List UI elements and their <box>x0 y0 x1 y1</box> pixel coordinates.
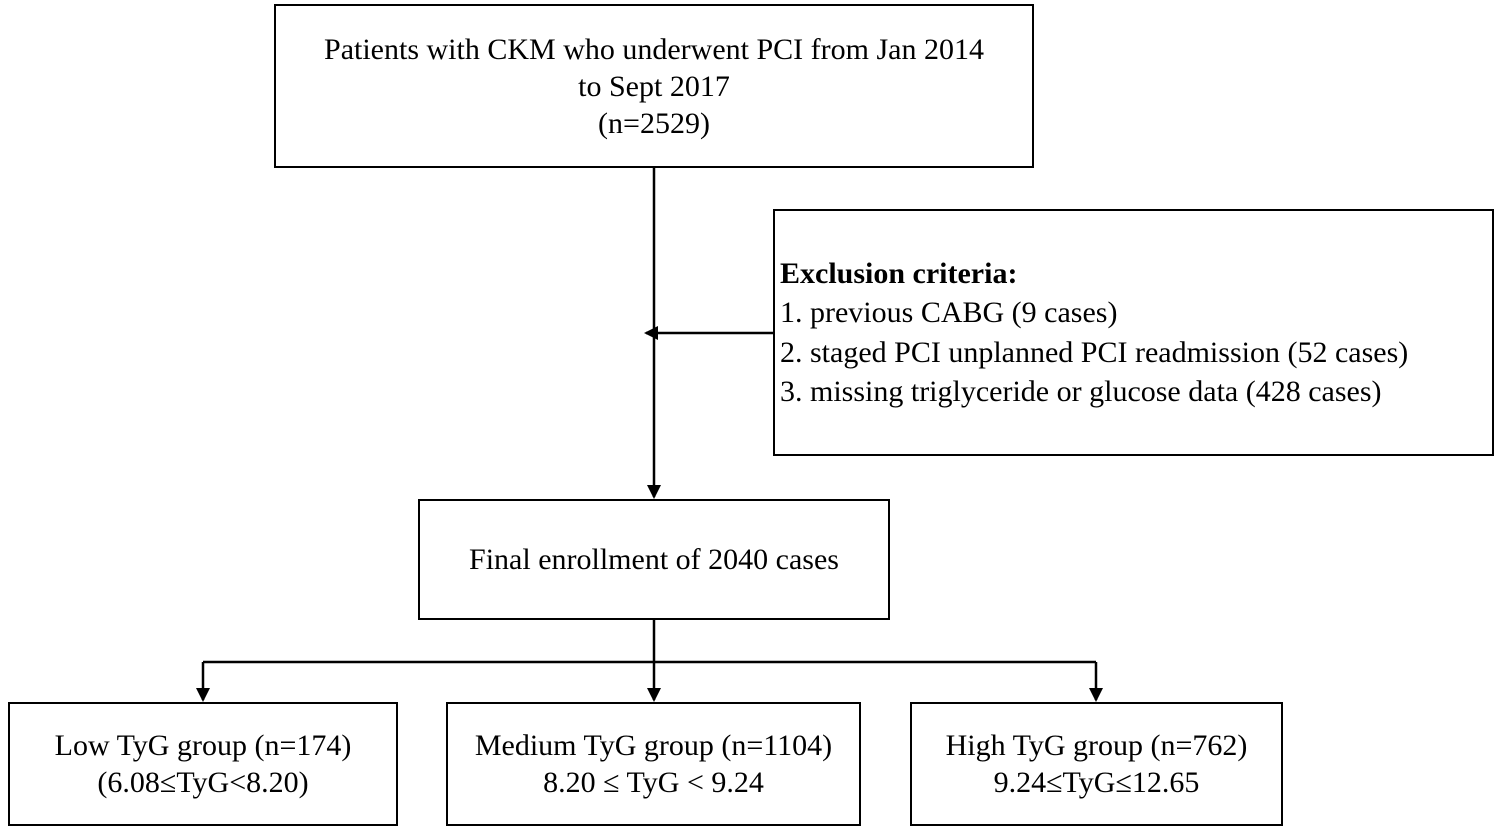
final-enrollment-box: Final enrollment of 2040 cases <box>418 499 890 620</box>
high-tyg-group-label: High TyG group (n=762) <box>945 729 1248 762</box>
low-tyg-group-range: (6.08≤TyG<8.20) <box>97 766 309 799</box>
initial-cohort-box: Patients with CKM who underwent PCI from… <box>274 4 1034 168</box>
initial-cohort-line-2: to Sept 2017 <box>578 69 730 103</box>
medium-tyg-group-range: 8.20 ≤ TyG < 9.24 <box>543 766 764 799</box>
medium-tyg-group-box: Medium TyG group (n=1104) 8.20 ≤ TyG < 9… <box>446 702 861 826</box>
exclusion-item-2: 2. staged PCI unplanned PCI readmission … <box>780 335 1409 369</box>
high-tyg-group-range: 9.24≤TyG≤12.65 <box>993 766 1200 799</box>
initial-cohort-count: (n=2529) <box>598 106 710 140</box>
exclusion-heading: Exclusion criteria: <box>780 256 1018 290</box>
medium-tyg-group-label: Medium TyG group (n=1104) <box>474 729 833 762</box>
exclusion-criteria-box: Exclusion criteria: 1. previous CABG (9 … <box>773 209 1494 456</box>
exclusion-item-1: 1. previous CABG (9 cases) <box>780 296 1118 329</box>
low-tyg-group-label: Low TyG group (n=174) <box>54 729 352 762</box>
final-enrollment-text: Final enrollment of 2040 cases <box>469 543 839 576</box>
exclusion-item-3: 3. missing triglyceride or glucose data … <box>780 375 1382 408</box>
initial-cohort-line-1: Patients with CKM who underwent PCI from… <box>324 32 984 66</box>
low-tyg-group-box: Low TyG group (n=174) (6.08≤TyG<8.20) <box>8 702 398 826</box>
high-tyg-group-box: High TyG group (n=762) 9.24≤TyG≤12.65 <box>910 702 1283 826</box>
